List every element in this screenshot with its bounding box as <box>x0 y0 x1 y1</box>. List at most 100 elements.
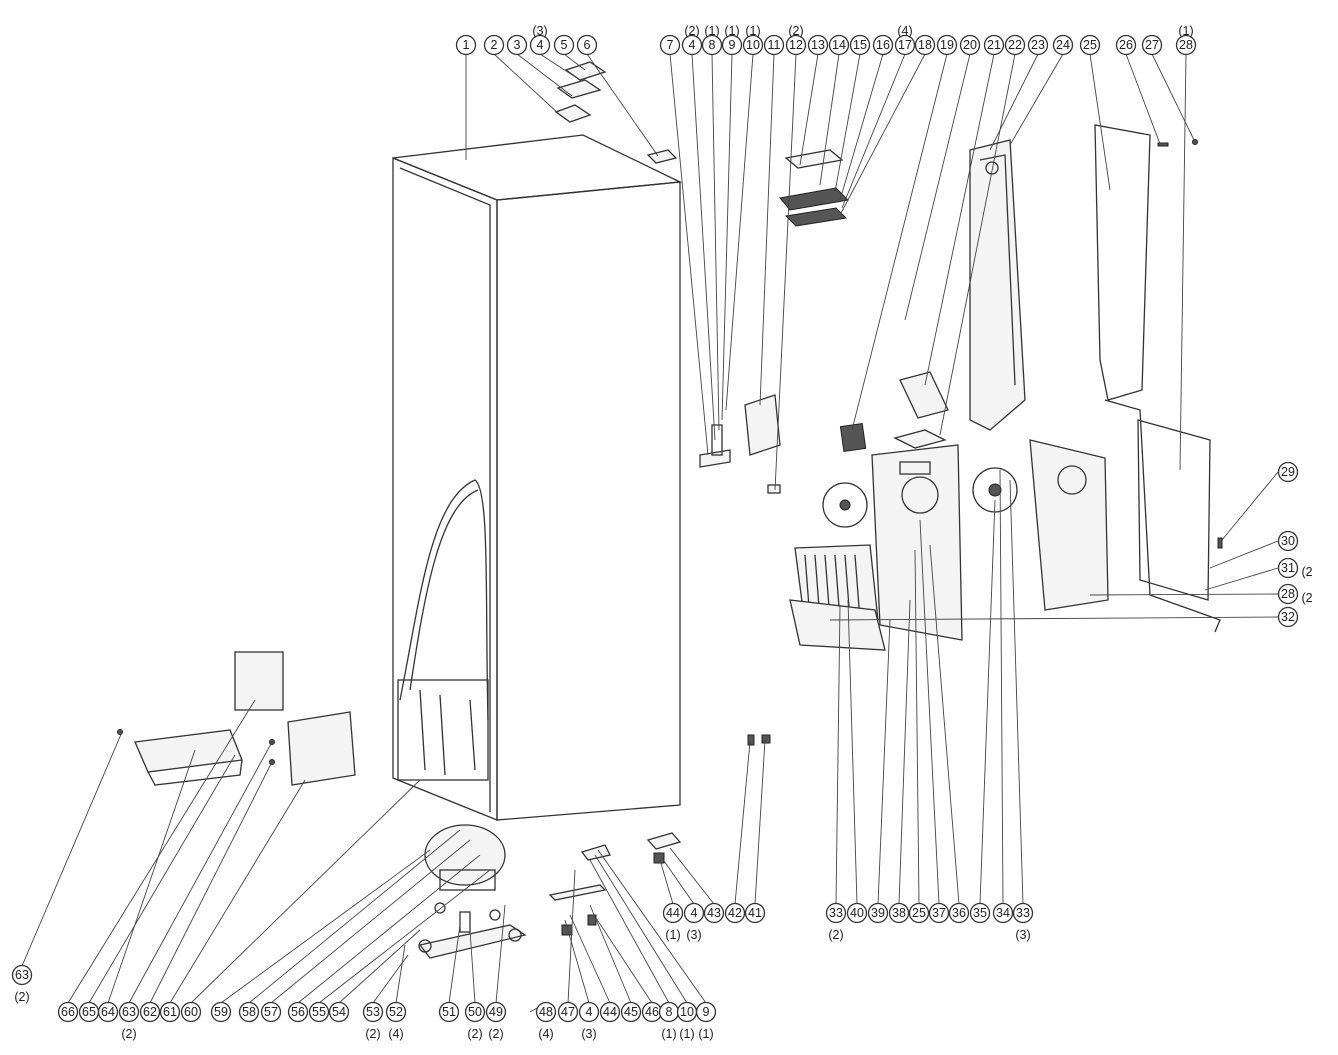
callout-4: 4(3) <box>529 24 551 56</box>
callout-circle <box>599 1001 621 1023</box>
drain-tray <box>134 729 243 786</box>
leader-line <box>595 917 653 1004</box>
leader-line <box>898 599 911 905</box>
callout-60: 60 <box>180 1001 202 1023</box>
callout-48: 48(4) <box>535 1001 557 1041</box>
callout-number: 63 <box>15 968 29 982</box>
air-damper-assembly <box>779 149 850 227</box>
callout-25: 25 <box>908 902 930 924</box>
callout-quantity: (2) <box>684 24 699 38</box>
callout-circle <box>535 1001 557 1023</box>
callout-circle <box>180 1001 202 1023</box>
evaporator <box>789 544 886 651</box>
callout-circle <box>828 34 850 56</box>
callout-49: 49(2) <box>485 1001 507 1041</box>
callout-number: 48 <box>539 1005 553 1019</box>
leader-line <box>1125 53 1161 145</box>
callout-number: 7 <box>667 38 674 52</box>
callout-circle <box>1012 902 1034 924</box>
callout-circle <box>97 1001 119 1023</box>
callout-65: 65 <box>78 1001 100 1023</box>
callout-circle <box>703 902 725 924</box>
callout-35: 35 <box>969 902 991 924</box>
callout-number: 28 <box>1179 38 1193 52</box>
hinge-bracket <box>699 424 731 468</box>
callout-6: 6 <box>576 34 598 56</box>
callout-number: 2 <box>491 38 498 52</box>
air-duct-panel <box>969 139 1026 431</box>
callout-number: 59 <box>214 1005 228 1019</box>
callout-circle <box>139 1001 161 1023</box>
leader-line <box>1221 471 1279 541</box>
callout-number: 3 <box>514 38 521 52</box>
callout-number: 1 <box>463 38 470 52</box>
leader-line <box>149 761 273 1004</box>
callout-number: 49 <box>489 1005 503 1019</box>
callout-number: 34 <box>996 906 1010 920</box>
callout-10: 10(1) <box>742 24 764 56</box>
leader-line <box>88 754 236 1004</box>
callout-number: 20 <box>963 38 977 52</box>
callout-23: 23 <box>1027 34 1049 56</box>
callout-50: 50(2) <box>464 1001 486 1041</box>
leader-line <box>128 741 273 1004</box>
callout-number: 36 <box>952 906 966 920</box>
callout-circle <box>1277 557 1299 579</box>
callout-34: 34 <box>992 902 1014 924</box>
compressor <box>424 824 506 891</box>
leader-line <box>914 549 920 905</box>
callout-quantity: (1) <box>679 1027 694 1041</box>
leader-line <box>734 741 751 905</box>
leader-line <box>169 779 306 1004</box>
callout-number: 18 <box>918 38 932 52</box>
leader-line <box>725 53 754 411</box>
callout-57: 57 <box>260 1001 282 1023</box>
callout-58: 58 <box>238 1001 260 1023</box>
callout-circle <box>455 34 477 56</box>
leader-line <box>589 859 670 1004</box>
callout-59: 59 <box>210 1001 232 1023</box>
leader-line <box>220 849 431 1004</box>
leader-line <box>929 544 960 905</box>
callout-9: 9(1) <box>695 1001 717 1041</box>
callout-circle <box>576 34 598 56</box>
leader-lines <box>21 53 1279 1013</box>
leader-line <box>851 53 948 431</box>
callout-4: 4(3) <box>578 1001 600 1041</box>
callout-circle <box>888 902 910 924</box>
callout-circle <box>867 902 889 924</box>
callout-number: 55 <box>312 1005 326 1019</box>
leader-line <box>839 53 884 201</box>
callout-number: 50 <box>468 1005 482 1019</box>
callout-number: 58 <box>242 1005 256 1019</box>
callout-circle <box>983 34 1005 56</box>
callout-14: 14 <box>828 34 850 56</box>
leader-line <box>774 53 797 491</box>
back-inner-panel <box>1094 124 1221 633</box>
callout-quantity: (3) <box>686 928 701 942</box>
callout-52: 52(4) <box>385 1001 407 1041</box>
leader-line <box>190 779 421 1004</box>
callout-circle <box>948 902 970 924</box>
callout-56: 56 <box>287 1001 309 1023</box>
callout-quantity: (3) <box>532 24 547 38</box>
callout-circle <box>485 1001 507 1023</box>
callout-15: 15 <box>849 34 871 56</box>
callout-number: 54 <box>332 1005 346 1019</box>
callout-number: 19 <box>940 38 954 52</box>
callout-1: 1 <box>455 34 477 56</box>
screws-top-right <box>1157 139 1223 549</box>
thermostat-bracket <box>767 484 781 494</box>
callout-circle <box>1175 34 1197 56</box>
callout-circle <box>659 34 681 56</box>
leader-line <box>248 829 461 1004</box>
evaporator-cover <box>1029 439 1109 611</box>
callout-number: 35 <box>973 906 987 920</box>
callout-quantity: (1) <box>698 1027 713 1041</box>
callout-quantity: (3) <box>1015 928 1030 942</box>
leader-line <box>539 53 581 81</box>
callout-circle <box>894 34 916 56</box>
leader-line <box>1179 53 1187 471</box>
main-control-board <box>287 711 356 786</box>
